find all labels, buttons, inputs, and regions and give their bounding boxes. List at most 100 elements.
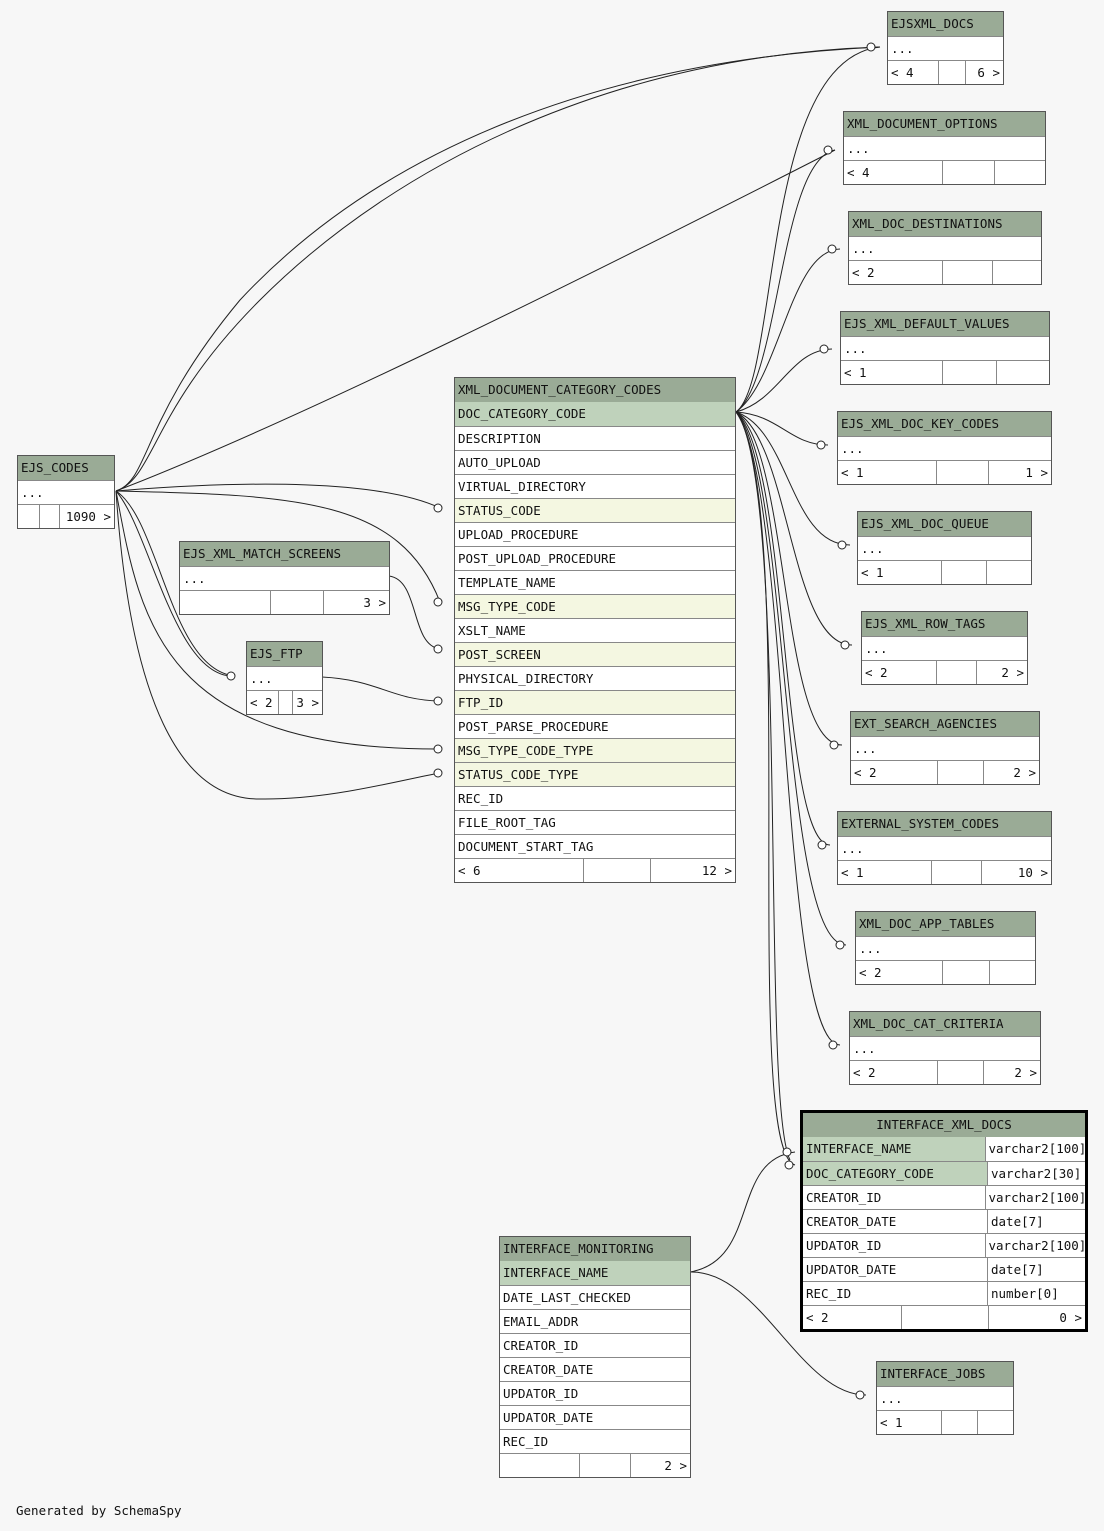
parents-count[interactable]: < 1 — [841, 865, 864, 880]
column-name: MSG_TYPE_CODE — [458, 599, 556, 614]
parents-count[interactable]: < 1 — [861, 565, 884, 580]
edge-ejsftp-ftpid — [321, 676, 441, 702]
edge-central-rowtags — [735, 411, 853, 646]
children-count[interactable]: 2 > — [976, 661, 1027, 684]
table-columns-collapsed: ... — [852, 241, 875, 256]
children-count[interactable]: 3 > — [292, 691, 322, 714]
column-name: REC_ID — [803, 1282, 988, 1305]
edge-central-searchagencies — [735, 411, 843, 746]
children-count[interactable]: 6 > — [965, 61, 1003, 84]
table-columns-collapsed: ... — [21, 485, 44, 500]
table-name: EJS_FTP — [250, 646, 303, 661]
edge-central-ejsxmldocs — [735, 46, 881, 413]
column-row: MSG_TYPE_CODE_TYPE — [455, 738, 735, 762]
column-name: STATUS_CODE — [458, 503, 541, 518]
table-name: XML_DOC_APP_TABLES — [859, 916, 995, 931]
column-type: varchar2[100] — [988, 1190, 1086, 1205]
children-count[interactable] — [992, 261, 1041, 284]
parents-count[interactable]: < 2 — [859, 965, 882, 980]
edge-central-xmldocoptions — [735, 149, 836, 413]
children-count[interactable] — [989, 961, 1035, 984]
edge-central-catcriteria — [735, 411, 841, 1046]
parents-count[interactable]: < 1 — [880, 1415, 903, 1430]
column-name: AUTO_UPLOAD — [458, 455, 541, 470]
column-row: STATUS_CODE — [455, 498, 735, 522]
parents-count[interactable]: < 4 — [847, 165, 870, 180]
column-row: DOCUMENT_START_TAG — [455, 834, 735, 858]
column-name: CREATOR_ID — [503, 1338, 579, 1353]
edge-central-interfacexmldocs-2 — [735, 411, 791, 1161]
table-name: XML_DOC_CAT_CRITERIA — [853, 1016, 1004, 1031]
children-count[interactable] — [996, 361, 1049, 384]
column-row: VIRTUAL_DIRECTORY — [455, 474, 735, 498]
children-count[interactable]: 1 > — [988, 461, 1051, 484]
column-row: REC_ID — [500, 1429, 690, 1453]
children-count[interactable]: 3 > — [323, 591, 389, 614]
table-name: EJS_XML_DEFAULT_VALUES — [844, 316, 1010, 331]
children-count[interactable]: 2 > — [983, 761, 1039, 784]
parents-count[interactable] — [500, 1454, 579, 1477]
parents-count[interactable]: < 4 — [891, 65, 914, 80]
children-count[interactable]: 2 > — [630, 1454, 690, 1477]
column-row: DESCRIPTION — [455, 426, 735, 450]
table-columns-collapsed: ... — [847, 141, 870, 156]
table-xml-doc-destinations[interactable]: XML_DOC_DESTINATIONS ... < 2 — [848, 211, 1042, 285]
column-name: REC_ID — [458, 791, 504, 806]
column-name: XSLT_NAME — [458, 623, 526, 638]
children-count[interactable]: 10 > — [981, 861, 1051, 884]
table-columns-collapsed: ... — [891, 41, 914, 56]
table-ejs-xml-default-values[interactable]: EJS_XML_DEFAULT_VALUES ... < 1 — [840, 311, 1050, 385]
table-xml-doc-app-tables[interactable]: XML_DOC_APP_TABLES ... < 2 — [855, 911, 1036, 985]
table-name: XML_DOCUMENT_CATEGORY_CODES — [458, 382, 662, 397]
edge-monitoring-interfacexmldocs — [689, 1151, 796, 1273]
table-ejs-xml-match-screens[interactable]: EJS_XML_MATCH_SCREENS ... 3 > — [179, 541, 390, 615]
table-ejs-codes[interactable]: EJS_CODES ... 1090 > — [17, 455, 115, 529]
parents-count[interactable]: < 2 — [250, 695, 273, 710]
parents-count[interactable]: < 2 — [854, 765, 877, 780]
children-count[interactable] — [986, 561, 1031, 584]
parents-count[interactable] — [180, 591, 270, 614]
children-count[interactable] — [977, 1411, 1013, 1434]
table-xml-document-category-codes[interactable]: XML_DOCUMENT_CATEGORY_CODES DOC_CATEGORY… — [454, 377, 736, 883]
table-xml-document-options[interactable]: XML_DOCUMENT_OPTIONS ... < 4 — [843, 111, 1046, 185]
table-ejs-xml-doc-queue[interactable]: EJS_XML_DOC_QUEUE ... < 1 — [857, 511, 1032, 585]
column-row: MSG_TYPE_CODE — [455, 594, 735, 618]
children-count[interactable]: 1090 > — [59, 505, 114, 528]
parents-count[interactable]: < 2 — [865, 665, 888, 680]
column-name: UPDATOR_DATE — [803, 1258, 988, 1281]
children-count[interactable]: 12 > — [650, 859, 735, 882]
parents-count[interactable]: < 6 — [458, 863, 481, 878]
column-type: varchar2[100] — [988, 1141, 1086, 1156]
parents-count[interactable]: < 2 — [852, 265, 875, 280]
parents-count[interactable]: < 1 — [841, 465, 864, 480]
table-interface-jobs[interactable]: INTERFACE_JOBS ... < 1 — [876, 1361, 1014, 1435]
column-name: EMAIL_ADDR — [503, 1314, 579, 1329]
generated-by-footer: Generated by SchemaSpy — [16, 1503, 182, 1518]
table-name: INTERFACE_MONITORING — [503, 1241, 654, 1256]
table-columns-collapsed: ... — [854, 741, 877, 756]
children-count[interactable] — [994, 161, 1045, 184]
table-columns-collapsed: ... — [853, 1041, 876, 1056]
edge-ejscodes-msgtypecode — [115, 490, 441, 603]
edge-central-destinations — [735, 248, 841, 413]
parents-count[interactable] — [18, 505, 39, 528]
table-xml-doc-cat-criteria[interactable]: XML_DOC_CAT_CRITERIA ... < 2 2 > — [849, 1011, 1041, 1085]
children-count[interactable]: 0 > — [988, 1306, 1085, 1329]
edge-monitoring-interfacejobs — [689, 1271, 867, 1396]
children-count[interactable]: 2 > — [983, 1061, 1040, 1084]
parents-count[interactable]: < 1 — [844, 365, 867, 380]
table-name: EJS_XML_DOC_KEY_CODES — [841, 416, 1000, 431]
parents-count[interactable]: < 2 — [806, 1310, 829, 1325]
edge-ejscodes-statuscodetype — [115, 490, 441, 800]
parents-count[interactable]: < 2 — [853, 1065, 876, 1080]
